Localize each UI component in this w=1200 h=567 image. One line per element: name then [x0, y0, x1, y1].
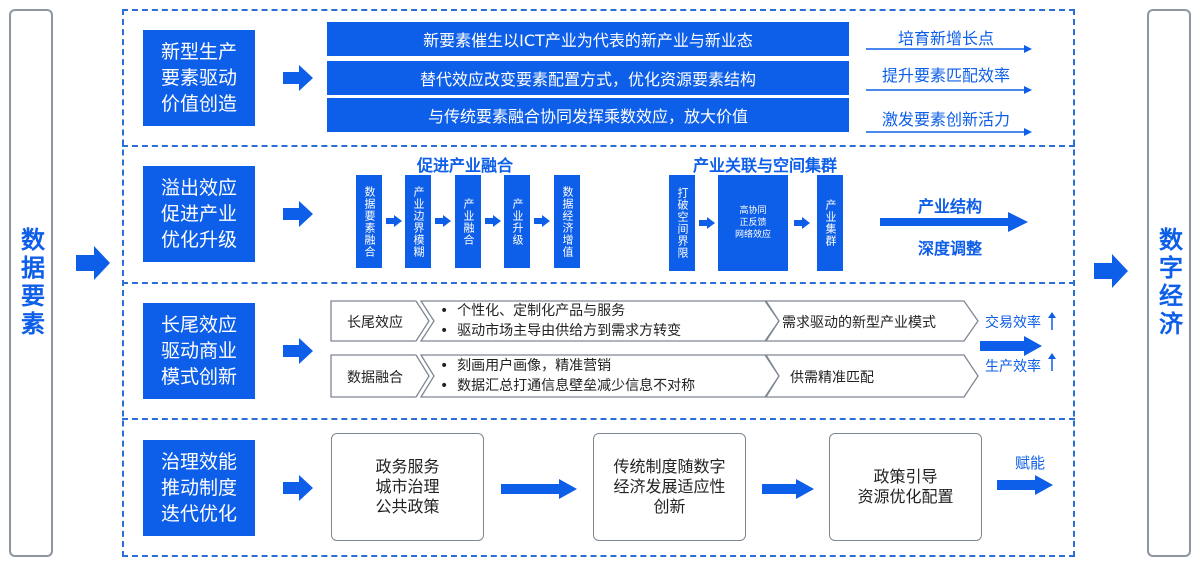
left-label-box: 数据要素: [9, 9, 53, 557]
row3-line2-bullet-2: • 数据汇总打通信息壁垒减少信息不对称: [440, 378, 696, 394]
row3-line2-bullets-shape: [420, 354, 780, 398]
row-divider-1: [122, 145, 1075, 147]
row3-line1-bullet-1: • 个性化、定制化产品与服务: [440, 303, 626, 319]
row1-outcome-2: 提升要素匹配效率: [881, 66, 1010, 85]
row4-arrow-1: [501, 479, 577, 499]
row2-arrow: [283, 201, 313, 227]
row3-line1-bullet-2: • 驱动市场主导由供给方到需求方转变: [440, 323, 682, 339]
row2-g2-arrow-2: [794, 217, 810, 229]
row4-box-2: 传统制度随数字 经济发展适应性 创新: [593, 433, 746, 541]
row3-line2-name: 数据融合: [347, 370, 403, 386]
row3-label: 长尾效应 驱动商业 模式创新: [143, 303, 255, 399]
right-flow-arrow: [1094, 254, 1128, 288]
left-flow-arrow: [76, 246, 110, 280]
row2-label: 溢出效应 促进产业 优化升级: [143, 166, 255, 262]
row2-g2-arrow-1: [699, 217, 715, 229]
row1-outcome-1: 培育新增长点: [897, 29, 994, 48]
row3-line2-bullets: • 刻画用户画像，精准营销 • 数据汇总打通信息壁垒减少信息不对称: [440, 356, 695, 396]
row1-outcome-3: 激发要素创新活力: [881, 110, 1010, 129]
row3-line2-result-shape: [765, 354, 979, 398]
row2-g1-arrow-2: [435, 215, 451, 227]
row3-line1-name-shape: [330, 300, 430, 342]
row4-arrow-2: [762, 479, 814, 499]
row3-line1-result: 需求驱动的新型产业模式: [782, 315, 936, 331]
right-label: 数字经济: [1154, 227, 1183, 339]
row2-g2-box-2: 高协同 正反馈 网络效应: [718, 175, 788, 271]
row2-g1-box-4: 产业升级: [504, 175, 530, 268]
row2-group2-title: 产业关联与空间集群: [692, 156, 837, 175]
row2-result-top: 产业结构: [917, 197, 982, 216]
row2-result-arrow: [880, 212, 1028, 232]
row4-box-1: 政务服务 城市治理 公共政策: [331, 433, 484, 541]
row4-result: 赋能: [1014, 454, 1045, 472]
row2-g1-arrow-1: [386, 215, 402, 227]
row3-line2-bullet-1: • 刻画用户画像，精准营销: [440, 358, 612, 374]
row2-g1-box-3: 产业融合: [455, 175, 481, 268]
row3-eff-2: 生产效率: [985, 359, 1041, 375]
row3-line2-name-shape: [330, 354, 430, 398]
row1-outcome-arrow-3: [866, 128, 1032, 136]
row-divider-2: [122, 282, 1075, 284]
row2-g1-box-5: 数据经济增值: [554, 175, 580, 268]
row3-line1-result-shape: [765, 300, 979, 342]
row1-bar-2: 替代效应改变要素配置方式，优化资源要素结构: [327, 61, 849, 95]
row2-g2-box-1: 打破空间界限: [669, 175, 695, 271]
row2-g1-arrow-3: [485, 215, 501, 227]
left-label: 数据要素: [16, 227, 45, 339]
row3-arrow: [283, 338, 313, 364]
row2-group1-title: 促进产业融合: [416, 156, 513, 175]
row3-line1-bullets-shape: [420, 300, 780, 342]
row3-eff-1: 交易效率: [985, 315, 1041, 331]
row3-line2-result: 供需精准匹配: [790, 370, 874, 386]
row1-bar-1: 新要素催生以ICT产业为代表的新产业与新业态: [327, 22, 849, 56]
row2-g1-box-1: 数据要素融合: [356, 175, 382, 268]
row1-label: 新型生产 要素驱动 价值创造: [143, 30, 255, 126]
row3-eff-2-up-arrow: [1048, 353, 1056, 371]
row3-eff-1-up-arrow: [1048, 312, 1056, 330]
row3-eff-arrow: [980, 336, 1042, 356]
row-divider-3: [122, 418, 1075, 420]
row4-label: 治理效能 推动制度 迭代优化: [143, 440, 255, 536]
row4-box-3: 政策引导 资源优化配置: [829, 433, 982, 541]
row3-line1-bullets: • 个性化、定制化产品与服务 • 驱动市场主导由供给方到需求方转变: [440, 301, 681, 341]
right-label-box: 数字经济: [1147, 9, 1191, 557]
row2-g1-box-2: 产业边界模糊: [405, 175, 431, 268]
row1-arrow: [283, 65, 313, 91]
row3-line1-name: 长尾效应: [347, 315, 403, 331]
row4-arrow: [283, 475, 313, 501]
row2-g1-arrow-4: [534, 215, 550, 227]
row2-g2-box-3: 产业集群: [817, 175, 843, 271]
row1-outcome-arrow-1: [866, 45, 1032, 53]
row4-result-arrow: [997, 475, 1053, 495]
row2-result-bottom: 深度调整: [917, 239, 982, 258]
row1-outcome-arrow-2: [866, 86, 1032, 94]
row1-bar-3: 与传统要素融合协同发挥乘数效应，放大价值: [327, 98, 849, 132]
